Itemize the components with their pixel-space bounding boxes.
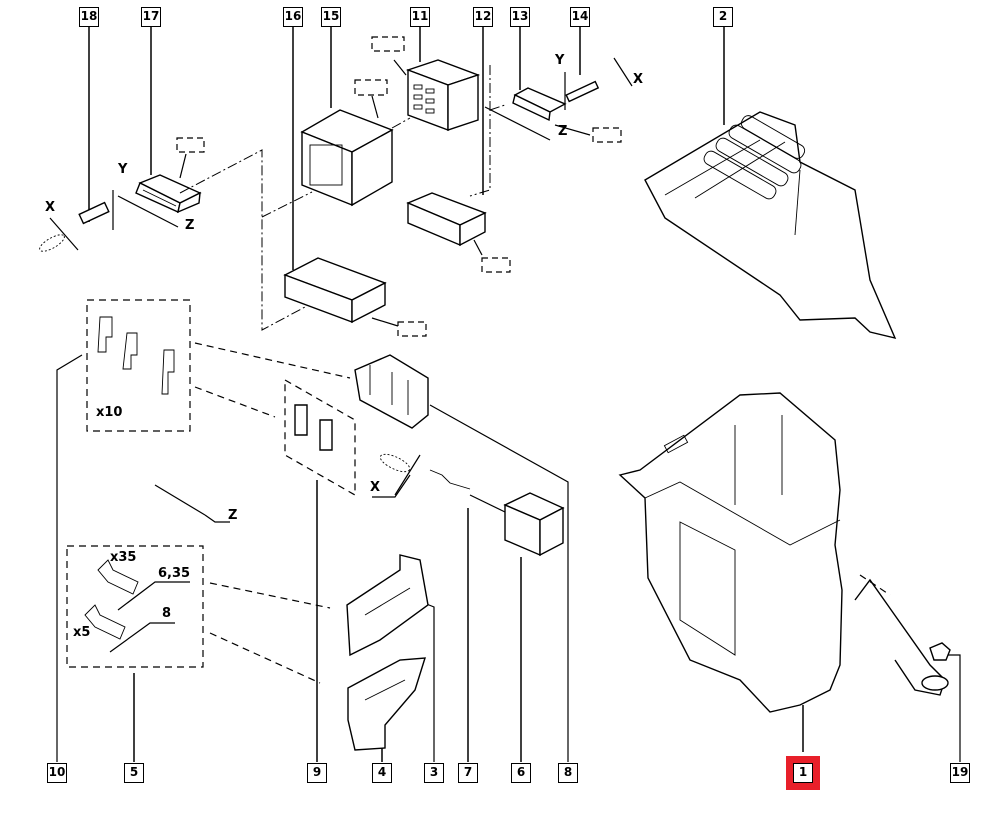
part-5-terminals bbox=[66, 545, 331, 684]
callout-1-selected[interactable]: 1 bbox=[793, 763, 813, 783]
callout-14[interactable]: 14 bbox=[570, 7, 590, 27]
part-7-terminal bbox=[372, 453, 471, 498]
callout-5[interactable]: 5 bbox=[124, 763, 144, 783]
part-15-connector bbox=[300, 79, 411, 207]
part-6-relay bbox=[469, 492, 565, 557]
part-2-cover bbox=[644, 111, 897, 340]
part-19-bolt bbox=[854, 574, 951, 696]
axis-label-z: Z bbox=[185, 218, 195, 233]
part-13-module bbox=[484, 87, 622, 143]
callout-19[interactable]: 19 bbox=[950, 763, 970, 783]
axis-label-x-3: X bbox=[370, 480, 381, 495]
callout-15[interactable]: 15 bbox=[321, 7, 341, 27]
axis-label-x: X bbox=[45, 200, 56, 215]
callout-2[interactable]: 2 bbox=[713, 7, 733, 27]
part-11-connector bbox=[371, 36, 481, 132]
qty-x35: x35 bbox=[110, 550, 137, 565]
part-10-terminals bbox=[86, 299, 351, 432]
axis-z-indicator bbox=[154, 484, 230, 523]
part-18-terminal bbox=[39, 190, 179, 252]
callout-8[interactable]: 8 bbox=[558, 763, 578, 783]
callout-7[interactable]: 7 bbox=[458, 763, 478, 783]
callout-17[interactable]: 17 bbox=[141, 7, 161, 27]
callout-3[interactable]: 3 bbox=[424, 763, 444, 783]
axis-label-x-2: X bbox=[633, 72, 644, 87]
part-12-connector bbox=[406, 192, 511, 273]
part-17-module bbox=[135, 137, 205, 214]
callout-11[interactable]: 11 bbox=[410, 7, 430, 27]
callout-12[interactable]: 12 bbox=[473, 7, 493, 27]
callout-6[interactable]: 6 bbox=[511, 763, 531, 783]
callout-4[interactable]: 4 bbox=[372, 763, 392, 783]
callout-18[interactable]: 18 bbox=[79, 7, 99, 27]
part-8-relay-base bbox=[354, 354, 429, 429]
axis-label-y-2: Y bbox=[555, 53, 565, 68]
qty-x10: x10 bbox=[96, 405, 123, 420]
part-3-fuse-holder bbox=[346, 554, 429, 657]
callout-10[interactable]: 10 bbox=[47, 763, 67, 783]
dimension-6-35: 6,35 bbox=[158, 566, 191, 581]
part-14-terminal bbox=[564, 57, 633, 110]
axis-label-y: Y bbox=[118, 162, 128, 177]
axis-label-z-2: Z bbox=[558, 124, 568, 139]
qty-x5: x5 bbox=[73, 625, 91, 640]
part-9-fuses bbox=[284, 378, 356, 497]
connector-dashdot bbox=[179, 65, 506, 331]
part-16-connector bbox=[283, 257, 427, 337]
axis-label-z-3: Z bbox=[228, 508, 238, 523]
dimension-8: 8 bbox=[162, 606, 172, 621]
callout-9[interactable]: 9 bbox=[307, 763, 327, 783]
callout-13[interactable]: 13 bbox=[510, 7, 530, 27]
callout-16[interactable]: 16 bbox=[283, 7, 303, 27]
part-4-fuse-holder bbox=[347, 657, 426, 751]
part-1-box bbox=[618, 392, 843, 713]
